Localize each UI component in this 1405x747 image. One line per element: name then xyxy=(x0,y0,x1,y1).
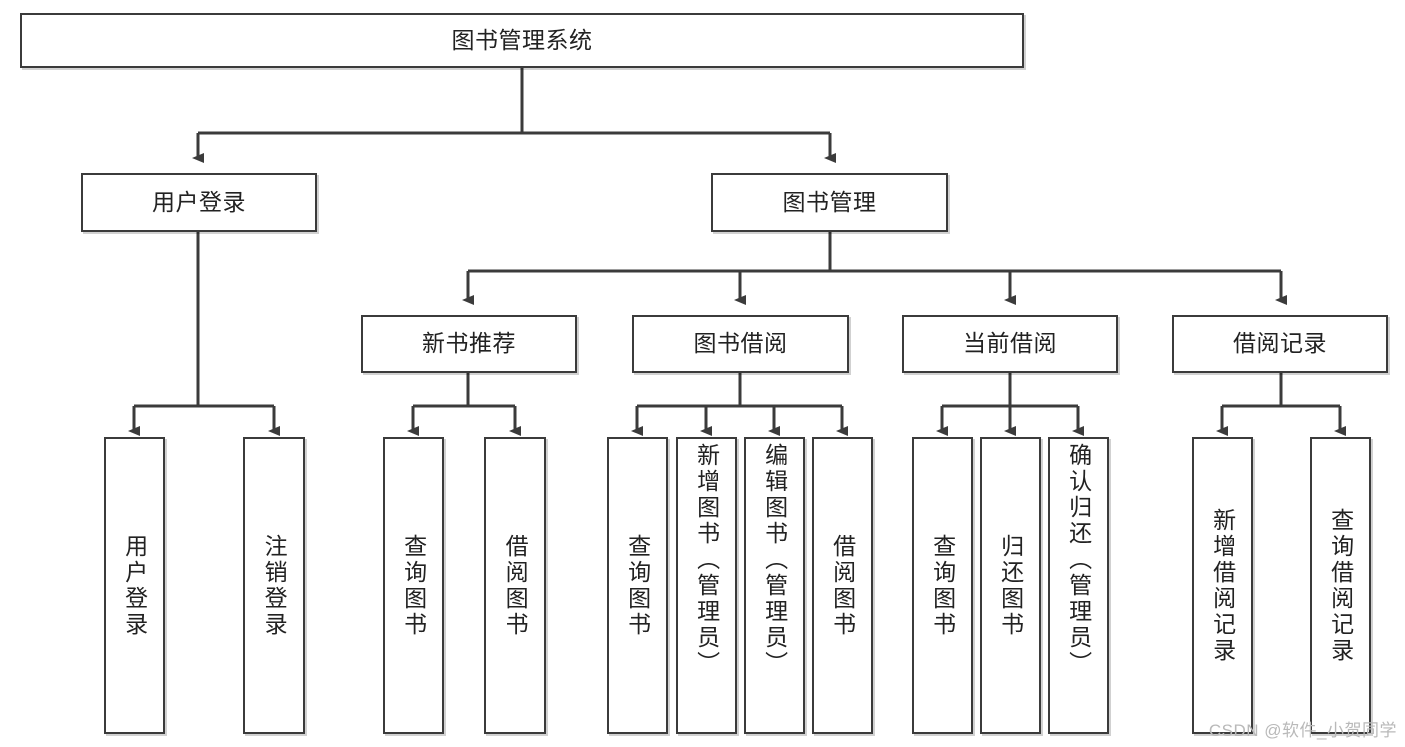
node-label: 借阅图书 xyxy=(829,533,856,638)
node-label: 新增图书（管理员） xyxy=(693,443,720,677)
leaf-user-login[interactable]: 用户登录 xyxy=(104,437,165,734)
leaf-query-book-borrow[interactable]: 查询图书 xyxy=(607,437,668,734)
leaf-borrow-book[interactable]: 借阅图书 xyxy=(812,437,873,734)
node-label: 归还图书 xyxy=(997,533,1024,638)
leaf-return-book[interactable]: 归还图书 xyxy=(980,437,1041,734)
leaf-query-book-current[interactable]: 查询图书 xyxy=(912,437,973,734)
node-label: 查询图书 xyxy=(929,533,956,638)
node-new-book-recommend[interactable]: 新书推荐 xyxy=(361,315,577,373)
node-label: 查询图书 xyxy=(400,533,427,638)
node-label: 图书借阅 xyxy=(693,330,788,357)
leaf-query-borrow-record[interactable]: 查询借阅记录 xyxy=(1310,437,1371,734)
node-label: 借阅图书 xyxy=(502,533,529,638)
node-label: 当前借阅 xyxy=(963,330,1057,357)
leaf-add-book-admin[interactable]: 新增图书（管理员） xyxy=(676,437,737,734)
node-label: 确认归还（管理员） xyxy=(1065,443,1092,677)
node-label: 借阅记录 xyxy=(1233,330,1327,357)
node-label: 图书管理系统 xyxy=(451,26,593,53)
node-book-borrow[interactable]: 图书借阅 xyxy=(632,315,849,373)
node-label: 查询借阅记录 xyxy=(1327,507,1354,664)
leaf-query-book-new[interactable]: 查询图书 xyxy=(383,437,444,734)
watermark-text: CSDN @软件_小贺同学 xyxy=(1208,721,1397,740)
leaf-edit-book-admin[interactable]: 编辑图书（管理员） xyxy=(744,437,805,734)
leaf-confirm-return-admin[interactable]: 确认归还（管理员） xyxy=(1048,437,1109,734)
leaf-logout[interactable]: 注销登录 xyxy=(243,437,305,734)
node-current-borrow[interactable]: 当前借阅 xyxy=(902,315,1118,373)
node-user-login[interactable]: 用户登录 xyxy=(81,173,317,232)
node-label: 用户登录 xyxy=(121,533,148,638)
node-book-management[interactable]: 图书管理 xyxy=(711,173,948,232)
node-borrow-record[interactable]: 借阅记录 xyxy=(1172,315,1388,373)
node-root-system[interactable]: 图书管理系统 xyxy=(20,13,1024,68)
node-label: 查询图书 xyxy=(624,533,651,638)
node-label: 新增借阅记录 xyxy=(1209,507,1236,664)
node-label: 编辑图书（管理员） xyxy=(761,443,788,677)
node-label: 图书管理 xyxy=(782,188,877,215)
leaf-borrow-book-new[interactable]: 借阅图书 xyxy=(484,437,546,734)
node-label: 新书推荐 xyxy=(422,330,516,357)
node-label: 注销登录 xyxy=(261,533,288,638)
leaf-add-borrow-record[interactable]: 新增借阅记录 xyxy=(1192,437,1253,734)
node-label: 用户登录 xyxy=(152,188,246,215)
